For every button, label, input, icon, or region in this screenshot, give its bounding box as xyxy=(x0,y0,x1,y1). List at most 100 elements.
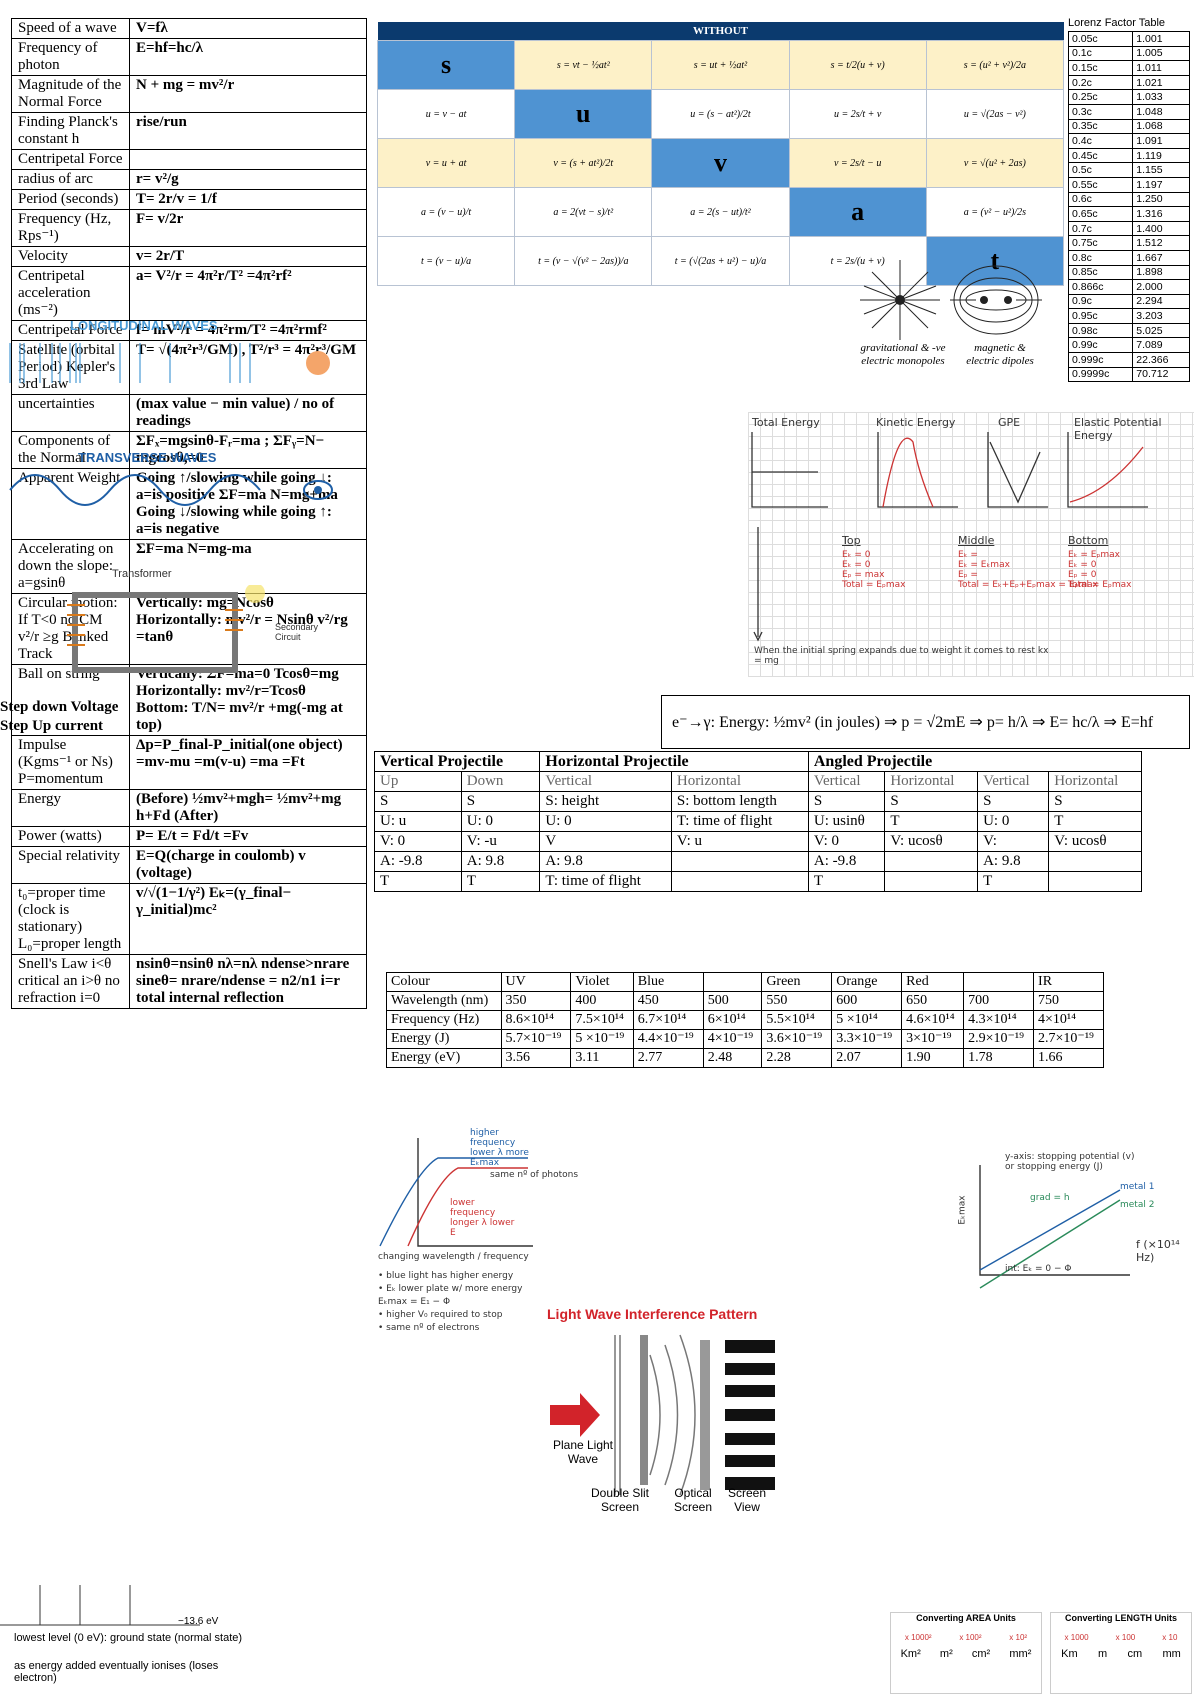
formula-expression: v/√(1−1/γ²) Eₖ=(γ_final− γ_initial)mc² xyxy=(129,883,367,955)
projectile-cell: S xyxy=(374,791,462,812)
colour-cell: 2.28 xyxy=(761,1048,833,1068)
colour-cell: 750 xyxy=(1033,991,1104,1011)
stopping-potential-graph xyxy=(979,1165,1130,1289)
secondary-circuit-label: Secondary Circuit xyxy=(275,622,319,642)
colour-cell: 1.78 xyxy=(963,1048,1035,1068)
suvat-cell: s = t/2(u + v) xyxy=(788,40,927,90)
transformer-label: Transformer xyxy=(112,568,172,580)
energy-graph-panel: Total Energy Kinetic Energy GPE Elastic … xyxy=(748,412,1194,677)
formula-label: Velocity xyxy=(11,246,130,267)
lorenz-speed: 0.99c xyxy=(1067,337,1134,354)
interference-label-plane: Plane Light Wave xyxy=(552,1438,614,1466)
interference-label-view: Screen View xyxy=(727,1486,767,1514)
formula-row: Centripetal Force xyxy=(11,149,367,170)
projectile-cell: V: -u xyxy=(460,831,541,852)
colour-cell: 5 ×10⁻¹⁹ xyxy=(570,1029,634,1049)
graph-title-kinetic: Kinetic Energy xyxy=(876,416,956,429)
formula-expression: Vertically: ΣF=ma=0 Tcosθ=mg Horizontall… xyxy=(129,664,367,736)
lorenz-gamma: 1.250 xyxy=(1132,191,1190,208)
lorenz-speed: 0.999c xyxy=(1067,352,1134,368)
suvat-cell: u = 2s/t + v xyxy=(788,89,927,139)
lorenz-speed: 0.95c xyxy=(1067,308,1134,324)
length-unit-m: m xyxy=(1097,1648,1108,1660)
projectile-cell: V: 0 xyxy=(807,831,886,852)
length-factor-2: x 100 xyxy=(1115,1633,1136,1642)
suvat-cell: s = (u² + v²)/2a xyxy=(925,40,1065,90)
lorenz-gamma: 2.294 xyxy=(1132,293,1190,310)
energy-value: Eₖ = 0 xyxy=(842,550,871,560)
projectile-header: Horizontal Projectile xyxy=(539,751,809,772)
formula-expression: v= 2r/T xyxy=(129,246,367,267)
lorenz-gamma: 22.366 xyxy=(1132,352,1190,368)
suvat-cell: v xyxy=(651,138,790,188)
area-factor-2: x 100² xyxy=(959,1633,982,1642)
colour-cell: 2.07 xyxy=(831,1048,903,1068)
lorenz-gamma: 1.119 xyxy=(1132,147,1190,164)
interference-title: Light Wave Interference Pattern xyxy=(547,1306,758,1322)
formula-expression: rise/run xyxy=(129,112,367,150)
projectile-cell: U: 0 xyxy=(460,811,541,832)
projectile-cell: T: time of flight xyxy=(539,871,672,892)
energy-value: Total = Eₚmax xyxy=(1068,580,1132,590)
gradient-label: grad = h xyxy=(1030,1193,1070,1203)
formula-label: Period (seconds) xyxy=(11,189,130,210)
projectile-cell: V: u xyxy=(670,831,809,852)
projectile-subheader: Up xyxy=(374,771,462,792)
colour-cell: 450 xyxy=(632,991,704,1011)
energy-value: Total = Eₚmax xyxy=(842,580,906,590)
formula-row: Power (watts)P= E/t = Fd/t =Fv xyxy=(11,826,367,847)
projectile-cell: A: 9.8 xyxy=(460,851,541,872)
projectile-cell: S xyxy=(1048,791,1142,812)
formula-label: Finding Planck's constant h xyxy=(11,112,130,150)
length-units-title: Converting LENGTH Units xyxy=(1065,1613,1177,1623)
interference-label-double: Double Slit Screen xyxy=(590,1486,650,1514)
area-unit-m: m² xyxy=(939,1648,953,1660)
graph-title-total: Total Energy xyxy=(752,416,820,429)
formula-expression: a= V²/r = 4π²r/T² =4π²rf² xyxy=(129,266,367,321)
formula-expression: E=Q(charge in coulomb) v (voltage) xyxy=(129,846,367,884)
projectile-cell xyxy=(1048,851,1142,872)
colour-cell: 4.4×10⁻¹⁹ xyxy=(632,1029,704,1049)
colour-cell: 550 xyxy=(761,991,833,1011)
lorenz-speed: 0.9999c xyxy=(1067,366,1134,383)
colour-cell: 4.6×10¹⁴ xyxy=(901,1010,965,1030)
energy-value: Eₖ = 0 xyxy=(842,560,871,570)
projectile-cell: S xyxy=(807,791,886,812)
colour-cell: 5.7×10⁻¹⁹ xyxy=(500,1029,572,1049)
lorenz-speed: 0.05c xyxy=(1067,31,1134,47)
projectile-cell: V xyxy=(539,831,672,852)
metal-1-label: metal 1 xyxy=(1120,1182,1155,1192)
projectile-cell: T xyxy=(807,871,886,892)
formula-label: Frequency (Hz, Rps⁻¹) xyxy=(11,209,130,247)
lorenz-gamma: 1.021 xyxy=(1132,74,1190,91)
suvat-cell: u = v − at xyxy=(376,89,516,139)
suvat-cell: a = (v − u)/t xyxy=(376,187,516,237)
projectile-subheader: Horizontal xyxy=(884,771,979,792)
colour-cell: UV xyxy=(500,972,572,992)
transformer-icon xyxy=(67,585,265,673)
lorenz-gamma: 1.197 xyxy=(1132,176,1190,193)
colour-cell: 5 ×10¹⁴ xyxy=(831,1010,903,1030)
stopping-axis-label: y-axis: stopping potential (v) or stoppi… xyxy=(1005,1152,1135,1172)
suvat-cell: s = vt − ½at² xyxy=(514,40,653,90)
photo-note: • higher V₀ required to stop xyxy=(378,1310,503,1320)
